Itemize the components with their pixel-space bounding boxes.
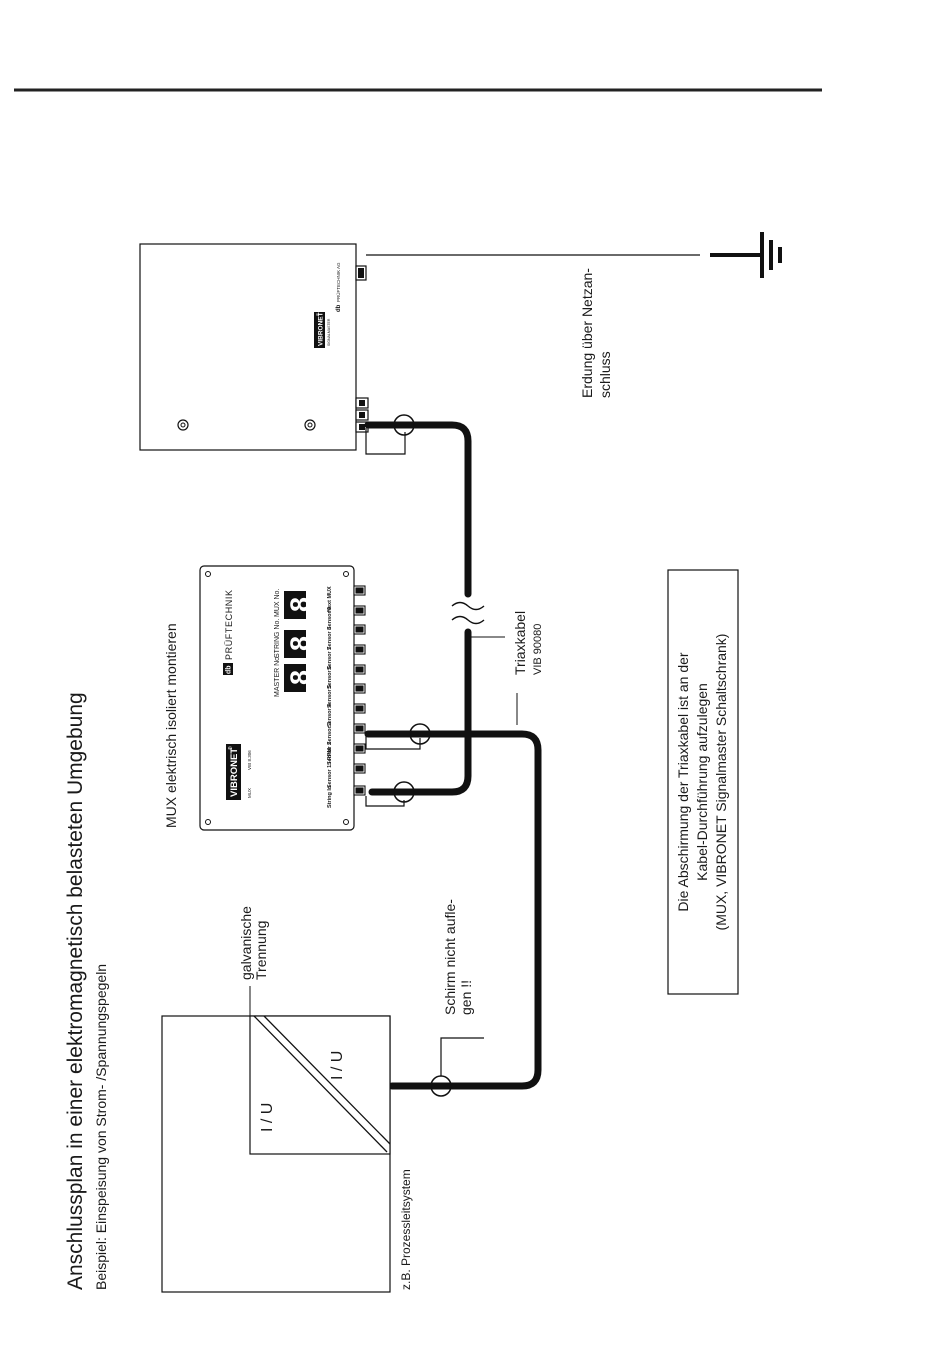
svg-text:8: 8	[285, 670, 315, 685]
svg-text:String In: String In	[327, 785, 333, 808]
mux-unit: VIBRONET ® VIB 8.306 MUX db PRÜFTECHNIK …	[199, 565, 421, 831]
mux-mount-label: MUX elektrisch isoliert montieren	[163, 623, 179, 828]
svg-text:Sensor 5: Sensor 5	[327, 685, 333, 708]
cabinet-model: SIGNALMASTER	[327, 318, 331, 346]
cabinet-logo-plate	[314, 312, 325, 348]
svg-text:MASTER No.: MASTER No.	[274, 655, 281, 697]
page-subtitle: Beispiel: Einspeisung von Strom- /Spannu…	[93, 964, 109, 1290]
svg-text:®: ®	[227, 746, 234, 750]
svg-text:Sensor 8: Sensor 8	[327, 627, 333, 650]
mux-display-string: 8	[284, 630, 315, 658]
mux-maker-logo	[223, 663, 233, 675]
cabinet-gland-top-icon	[355, 265, 367, 281]
cabinet-maker: PRÜFTECHNIK AG	[335, 262, 341, 302]
svg-text:Sensor 3: Sensor 3	[327, 722, 333, 745]
page-title: Anschlussplan in einer elektromagnetisch…	[64, 692, 87, 1290]
svg-text:8: 8	[285, 636, 315, 651]
shield-ring-icon	[409, 723, 431, 745]
mux-model: VIB 8.306	[247, 750, 252, 770]
svg-text:Sensor 7: Sensor 7	[327, 647, 333, 670]
iu-left-label: I / U	[259, 1103, 276, 1132]
mux-connectors-icon	[353, 585, 366, 796]
svg-text:Sensor 9: Sensor 9	[327, 607, 333, 630]
note-line-3: (MUX, VIBRONET Signalmaster Schaltschran…	[713, 634, 729, 931]
triax-cable-to-converter	[364, 730, 542, 1090]
shield-note: Schirm nicht aufle- gen !!	[442, 895, 474, 1015]
mux-type: MUX	[247, 788, 252, 798]
svg-text:db: db	[226, 665, 233, 674]
iu-converter	[249, 1015, 391, 1155]
cabinet-gland-group-icon	[355, 397, 369, 433]
ground-icon	[710, 232, 782, 278]
process-system-label: z.B. Prozessleitsystem	[399, 1169, 413, 1290]
svg-text:Sensor 4: Sensor 4	[327, 703, 333, 727]
note-line-1: Die Abschirmung der Triaxkabel ist an de…	[675, 652, 691, 911]
note-box: Die Abschirmung der Triaxkabel ist an de…	[667, 569, 739, 995]
mux-logo-plate	[226, 744, 241, 800]
signalmaster-cabinet: VIBRONET ® SIGNALMASTER db PRÜFTECHNIK A…	[139, 243, 406, 455]
shield-ring-icon	[393, 414, 415, 436]
triax-part-label: VIB 90080	[532, 624, 544, 675]
note-line-2: Kabel-Durchführung aufzulegen	[694, 683, 710, 881]
mux-display-master: 8	[284, 664, 315, 692]
galvanic-label: galvanische Trennung	[238, 902, 269, 980]
mux-display-mux: 8	[284, 591, 315, 619]
triax-label: Triaxkabel	[512, 611, 528, 675]
svg-text:MUX No.: MUX No.	[274, 589, 281, 617]
svg-text:Next MUX: Next MUX	[327, 586, 333, 612]
svg-text:8: 8	[285, 597, 315, 612]
svg-text:Sensor 1 / RPM: Sensor 1 / RPM	[327, 748, 333, 788]
mux-maker: PRÜFTECHNIK	[224, 589, 234, 660]
mux-brand: VIBRONET	[229, 748, 240, 797]
cabinet-brand: VIBRONET	[318, 312, 325, 346]
ground-label: Erdung über Netzan- schluss	[579, 264, 613, 398]
svg-text:STRING No.: STRING No.	[274, 619, 281, 658]
mount-hole-icon	[177, 419, 189, 431]
iu-right-label: I / U	[329, 1051, 346, 1080]
svg-text:Sensor 2: Sensor 2	[327, 742, 333, 765]
svg-text:®: ®	[315, 313, 320, 316]
svg-text:Sensor 6: Sensor 6	[327, 666, 333, 689]
cabinet-logo: db	[336, 304, 342, 312]
cable-break-icon	[451, 601, 485, 625]
triax-cable-to-cabinet	[364, 421, 472, 796]
mount-hole-icon	[304, 419, 316, 431]
shield-open-lead	[440, 1037, 484, 1076]
